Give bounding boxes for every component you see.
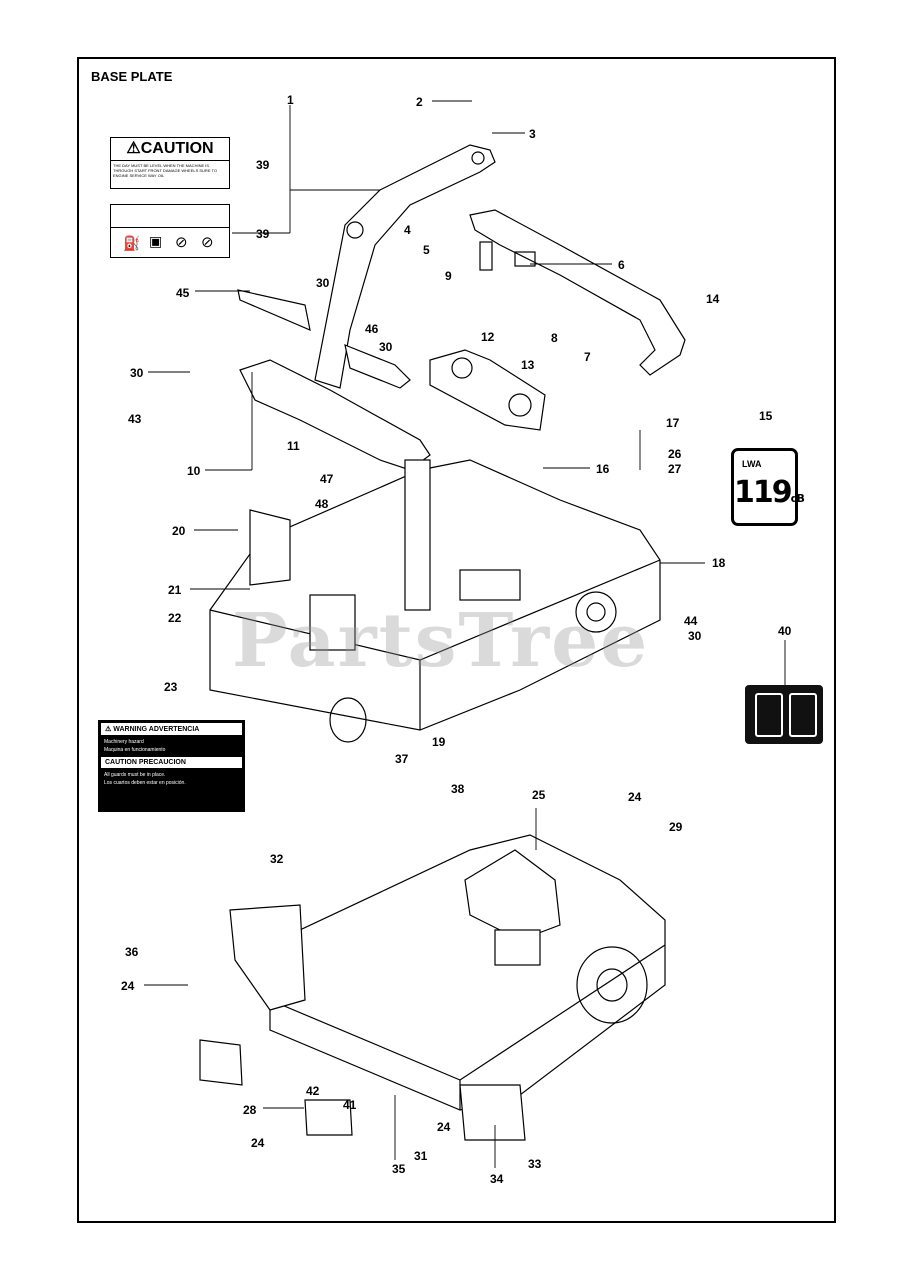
lever-right-icon (789, 693, 817, 737)
caution-decal: ⚠CAUTION THE DAY MUST BE LEVEL WHEN THE … (110, 137, 230, 189)
noise-value: 119 (734, 475, 793, 510)
lever-left-icon (755, 693, 783, 737)
callout-number: 3 (529, 127, 536, 141)
advertencia-word: ADVERTENCIA (148, 726, 200, 733)
callout-number: 24 (121, 979, 135, 993)
callout-number: 1 (287, 93, 294, 107)
callout-number: 21 (168, 583, 182, 597)
caution-header: CAUTION PRECAUCION (101, 757, 242, 768)
callout-number: 23 (164, 680, 178, 694)
noise-unit: dB (790, 492, 805, 505)
warning-line-3: All guards must be in place. (104, 772, 166, 778)
diagram-title: BASE PLATE (91, 69, 173, 84)
callout-number: 4 (404, 223, 411, 237)
callout-number: 30 (379, 340, 393, 354)
callout-number: 13 (521, 358, 535, 372)
callout-number: 5 (423, 243, 430, 257)
callout-number: 19 (432, 735, 446, 749)
upper-chassis (209, 459, 661, 743)
callout-number: 7 (584, 350, 591, 364)
callout-number: 10 (187, 464, 201, 478)
callout-number: 45 (176, 286, 190, 300)
noise-value-row: 119dB (734, 475, 805, 510)
callout-number: 48 (315, 497, 329, 511)
callout-number: 37 (395, 752, 409, 766)
callout-number: 46 (365, 322, 379, 336)
noise-level-decal: LWA 119dB (731, 448, 805, 526)
callout-number: 18 (712, 556, 726, 570)
callout-number: 39 (256, 158, 270, 172)
callout-number: 24 (437, 1120, 451, 1134)
callout-number: 24 (251, 1136, 265, 1150)
upper-bracket (237, 289, 546, 471)
callout-number: 8 (551, 331, 558, 345)
callout-number: 14 (706, 292, 720, 306)
oil-can-icon: ⛽ (123, 235, 141, 251)
callout-number: 41 (343, 1098, 357, 1112)
manual-icon: ▣ (149, 233, 163, 249)
callout-number: 9 (445, 269, 452, 283)
caution-word: CAUTION (105, 759, 137, 766)
callout-number: 11 (287, 439, 300, 453)
caution-heading: ⚠CAUTION (111, 138, 229, 161)
warning-line-4: Los cuartos deben estar en posición. (104, 780, 186, 786)
callout-number: 47 (320, 472, 334, 486)
callout-number: 32 (270, 852, 284, 866)
no-smoking-icon: ⊘ (175, 234, 188, 251)
callout-number: 28 (243, 1103, 257, 1117)
callout-number: 34 (490, 1172, 504, 1186)
lift-arm (314, 144, 496, 389)
callout-number: 31 (414, 1149, 428, 1163)
callout-number: 17 (666, 416, 680, 430)
pictogram-decal: ⛽ ▣ ⊘ ⊘ (110, 204, 230, 258)
noise-prefix: LWA (742, 459, 762, 469)
callout-number: 42 (306, 1084, 320, 1098)
warning-icon: ⚠ (105, 726, 112, 733)
control-decal (745, 685, 823, 744)
precaucion-word: PRECAUCION (138, 759, 186, 766)
callout-number: 26 (668, 447, 682, 461)
warning-line-2: Maquina en funcionamiento (104, 747, 166, 753)
no-fuel-icon: ⊘ (201, 234, 214, 251)
callout-number: 30 (316, 276, 330, 290)
warning-line-1: Machinery hazard (104, 739, 144, 745)
callout-number: 29 (669, 820, 683, 834)
diagram-frame (77, 57, 836, 1223)
callout-number: 22 (168, 611, 182, 625)
callout-number: 40 (778, 624, 792, 638)
callout-number: 16 (596, 462, 610, 476)
callout-number: 15 (759, 409, 773, 423)
callout-number: 25 (532, 788, 546, 802)
warning-decal: ⚠ WARNING ADVERTENCIA Machinery hazard M… (98, 720, 245, 812)
callout-number: 2 (416, 95, 423, 109)
callout-number: 30 (130, 366, 144, 380)
callout-number: 12 (481, 330, 495, 344)
callout-number: 36 (125, 945, 139, 959)
callout-number: 35 (392, 1162, 406, 1176)
callout-number: 27 (668, 462, 682, 476)
callout-number: 33 (528, 1157, 542, 1171)
warning-word: WARNING (113, 726, 148, 733)
caution-text: THE DAY MUST BE LEVEL WHEN THE MACHINE I… (113, 163, 218, 178)
leader-lines (144, 100, 786, 1168)
cross-bar (469, 209, 686, 376)
callout-number: 44 (684, 614, 698, 628)
callout-number: 30 (688, 629, 702, 643)
callout-number: 6 (618, 258, 625, 272)
callout-number: 20 (172, 524, 186, 538)
callout-number: 24 (628, 790, 642, 804)
lower-chassis (199, 834, 666, 1141)
callout-number: 39 (256, 227, 270, 241)
watermark: PartsTree (232, 598, 650, 684)
callout-number: 43 (128, 412, 142, 426)
warning-header: ⚠ WARNING ADVERTENCIA (101, 723, 242, 735)
callout-number: 38 (451, 782, 465, 796)
